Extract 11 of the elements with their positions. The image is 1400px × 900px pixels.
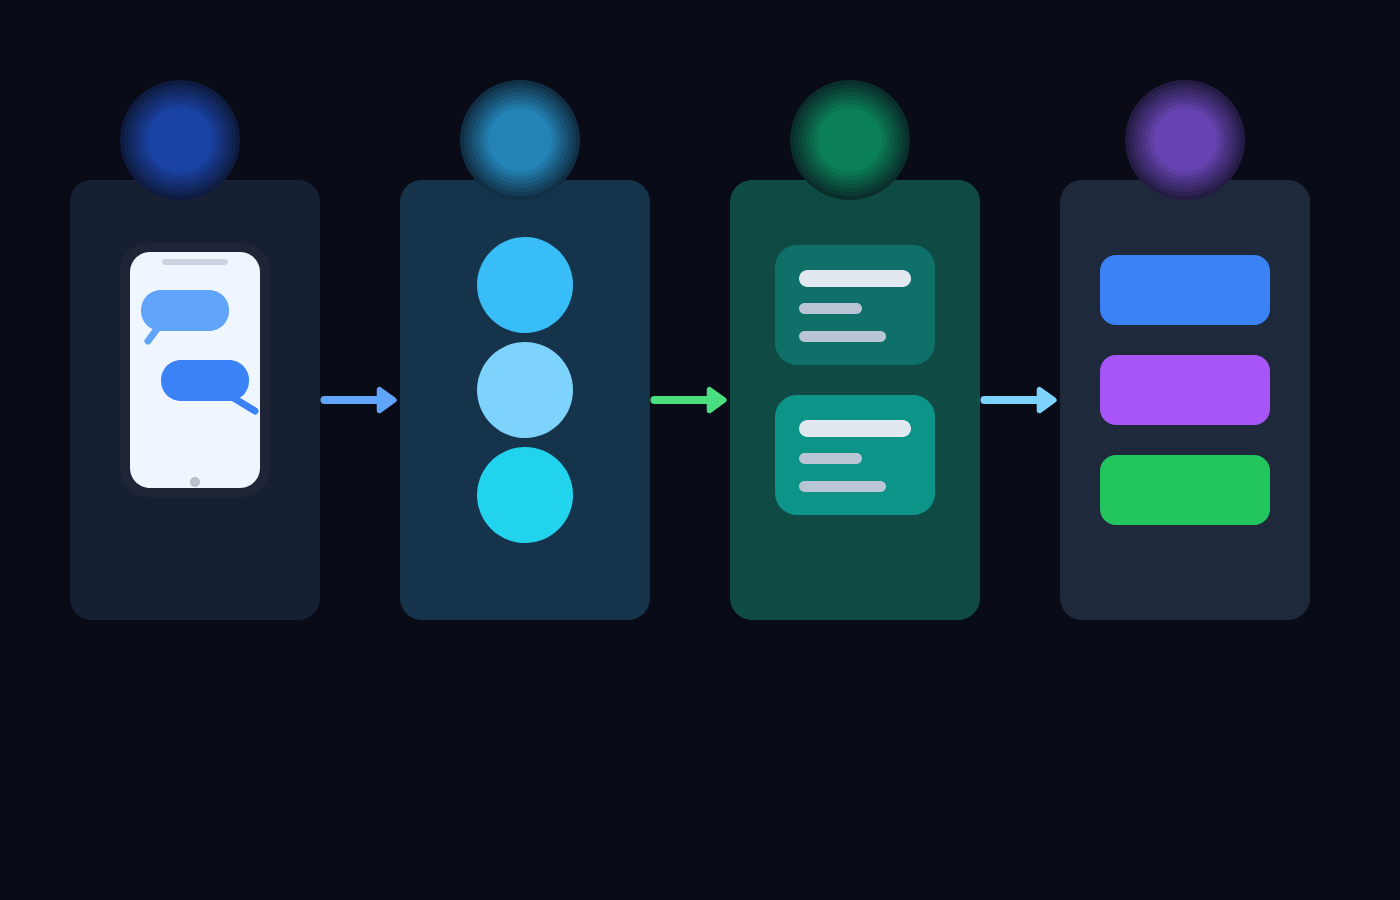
arrow (650, 386, 727, 414)
filled-circle (477, 237, 573, 333)
rounded-bar (1100, 455, 1270, 525)
text-card (775, 245, 935, 365)
arrow (980, 386, 1057, 414)
rounded-bar (1100, 255, 1270, 325)
rounded-bar (1100, 355, 1270, 425)
arrow (320, 386, 397, 414)
text-card (775, 395, 935, 515)
filled-circle (477, 447, 573, 543)
filled-circle (477, 342, 573, 438)
